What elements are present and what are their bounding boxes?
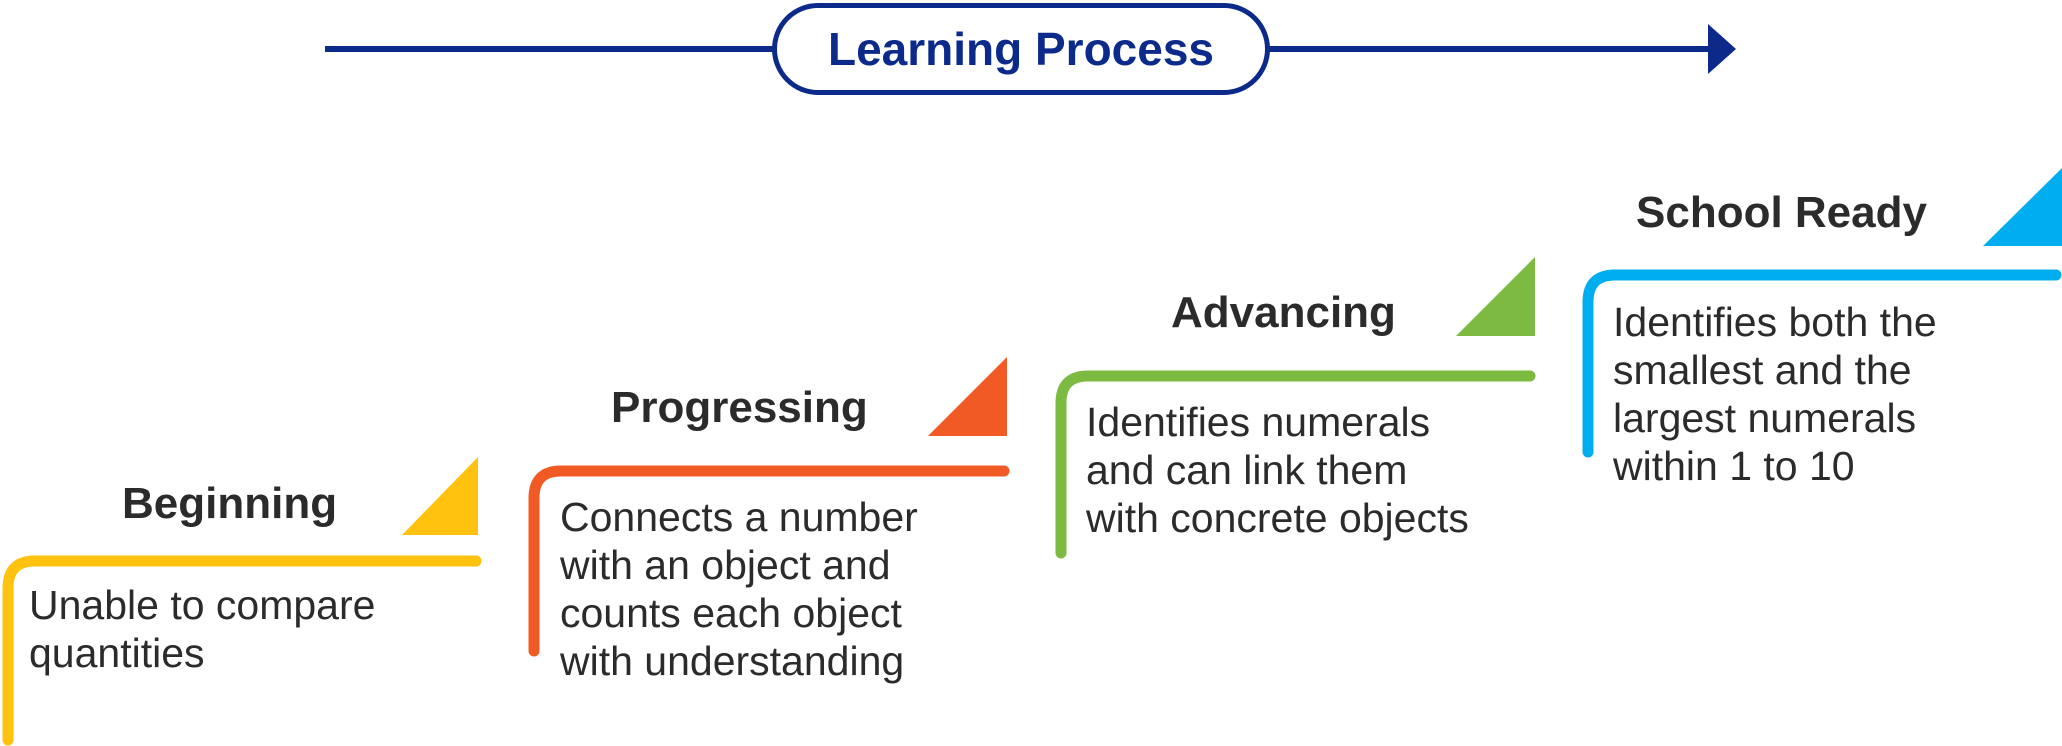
stage-desc-line: within 1 to 10 (1613, 443, 1855, 489)
stage-triangle-progressing (928, 357, 1007, 436)
stage-bracket-advancing (1055, 370, 1536, 559)
stage-desc-school-ready: Identifies both the smallest and the lar… (1613, 298, 1937, 490)
stage-desc-line: largest numerals (1613, 395, 1917, 441)
stage-desc-line: smallest and the (1613, 347, 1912, 393)
stage-bracket-progressing (528, 465, 1010, 657)
stage-title-progressing: Progressing (611, 383, 868, 432)
stage-triangle-school-ready (1983, 168, 2062, 246)
stage-bracket-beginning (2, 555, 482, 746)
stage-desc-line: with concrete objects (1086, 495, 1469, 541)
stage-desc-line: Identifies both the (1613, 299, 1937, 345)
stage-desc-line: with understanding (560, 638, 905, 684)
stage-desc-line: quantities (29, 630, 205, 676)
process-arrow-head (1708, 24, 1736, 74)
stage-desc-beginning: Unable to compare quantities (29, 581, 375, 677)
stage-desc-line: with an object and (560, 542, 891, 588)
stage-desc-line: Unable to compare (29, 582, 376, 628)
stage-desc-progressing: Connects a number with an object and cou… (560, 493, 918, 685)
stage-desc-line: counts each object (560, 590, 902, 636)
stage-title-advancing: Advancing (1171, 288, 1396, 337)
process-title: Learning Process (772, 3, 1270, 95)
stage-desc-line: and can link them (1086, 447, 1408, 493)
stage-triangle-advancing (1456, 257, 1535, 336)
stage-desc-line: Connects a number (560, 494, 918, 540)
stage-triangle-beginning (402, 457, 478, 535)
stage-title-school-ready: School Ready (1636, 188, 1927, 237)
stage-bracket-school-ready (1582, 269, 2062, 458)
stage-desc-line: Identifies numerals (1086, 399, 1431, 445)
stage-desc-advancing: Identifies numerals and can link them wi… (1086, 398, 1469, 542)
stage-title-beginning: Beginning (122, 479, 338, 528)
